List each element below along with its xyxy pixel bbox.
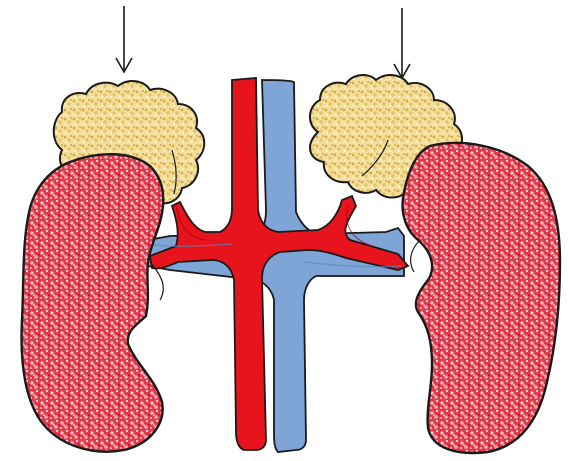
hilum-right [411,240,420,272]
arrow-left [116,6,132,72]
arrow-right [394,8,410,78]
kidney-right [403,143,560,453]
kidney-left [22,154,164,451]
